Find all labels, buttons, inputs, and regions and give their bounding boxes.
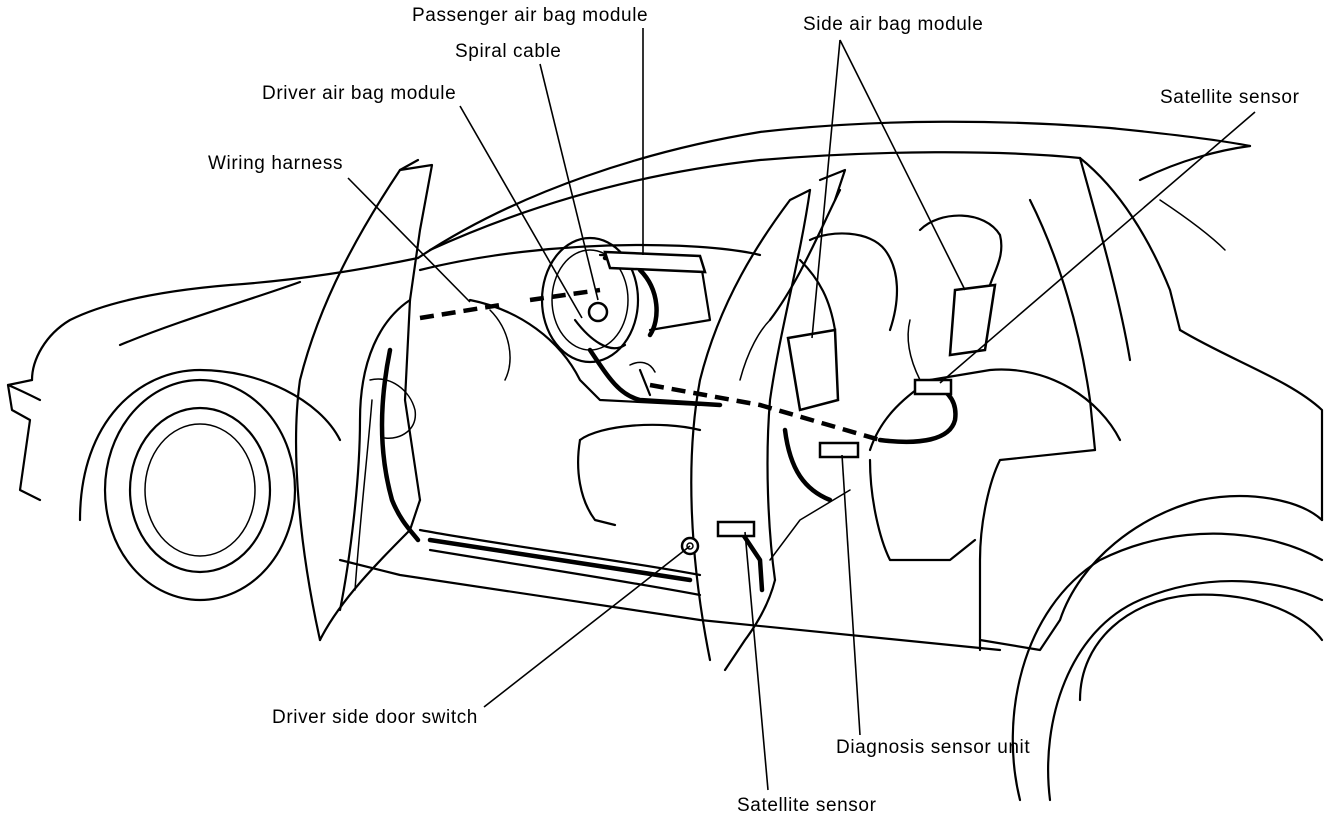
satellite-sensor-pillar-box bbox=[716, 520, 756, 538]
label-satellite-sensor-rear: Satellite sensor bbox=[1160, 87, 1300, 108]
label-passenger-air-bag-module: Passenger air bag module bbox=[412, 5, 649, 26]
label-driver-side-door-switch: Driver side door switch bbox=[272, 707, 478, 728]
label-side-air-bag-module: Side air bag module bbox=[803, 14, 984, 35]
label-wiring-harness: Wiring harness bbox=[208, 153, 344, 174]
satellite-sensor-rear-box bbox=[913, 378, 953, 396]
leader-lines bbox=[347, 28, 1256, 791]
diagnosis-sensor-unit-box bbox=[818, 441, 860, 459]
side-air-bag-module-front bbox=[786, 328, 840, 412]
label-driver-air-bag-module: Driver air bag module bbox=[262, 83, 457, 104]
passenger-air-bag-module bbox=[603, 250, 707, 274]
side-air-bag-module-rear bbox=[948, 283, 997, 357]
label-spiral-cable: Spiral cable bbox=[455, 41, 562, 62]
driver-door bbox=[295, 158, 434, 642]
wiring-harness-run bbox=[419, 287, 958, 593]
car-body-outline bbox=[6, 120, 1324, 802]
label-diagnosis-sensor-unit: Diagnosis sensor unit bbox=[836, 737, 1031, 758]
seats bbox=[577, 214, 1122, 562]
label-satellite-sensor-pillar: Satellite sensor bbox=[737, 795, 877, 816]
rear-door bbox=[690, 168, 847, 672]
components bbox=[603, 250, 997, 556]
dashboard bbox=[418, 236, 762, 408]
